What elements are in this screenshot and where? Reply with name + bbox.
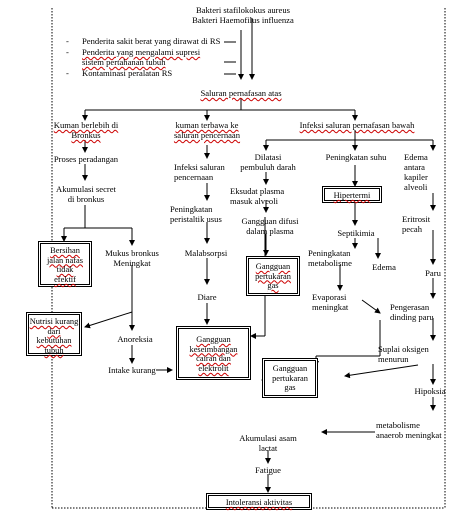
temperature-rise: Peningkatan suhu: [325, 152, 387, 162]
septicemia: Septikimia: [337, 228, 375, 238]
dx-nutrition-box: Nutrisi kurang dari kebutuhan tubuh: [26, 312, 82, 356]
anorexia: Anoreksia: [117, 334, 153, 344]
edema: Edema: [372, 262, 396, 272]
hypoxia: Hipoksia: [414, 386, 446, 396]
dx-airway: Bersihan jalan nafas tidak efektif: [46, 246, 84, 284]
risk-factor-1: Penderita sakit berat yang dirawat di RS: [82, 36, 221, 46]
risk-factor-3: Kontaminasi peralatan RS: [82, 68, 173, 78]
interstitial-edema: Edema antara kapiler alveoli: [404, 152, 428, 192]
dx-airway-box: Bersihan jalan nafas tidak efektif: [38, 241, 92, 287]
lactic-acid: Akumulasi asam lactat: [239, 433, 297, 453]
dx-fluid: Gangguan keseimbangan cairan dan elektro…: [189, 335, 238, 373]
evaporation: Evaporasi meningkat: [312, 292, 349, 312]
diarrhea: Diare: [197, 292, 217, 302]
fatigue: Fatigue: [255, 465, 281, 475]
bullet-2: -: [66, 47, 69, 57]
plasma-exudate: Eksudat plasma masuk alveoli: [230, 186, 285, 206]
mucus-increase: Mukus bronkus Meningkat: [105, 248, 159, 268]
malabsorption: Malabsorpsi: [184, 248, 228, 258]
upper-airway: Saluran pernafasan atas: [200, 88, 282, 98]
risk-factor-2: Penderita yang mengalami supresi sistem …: [82, 47, 201, 67]
cause-bacteria-2: Bakteri Haemofilus influenza: [192, 15, 294, 25]
right-branch-head: Infeksi saluran pernafasan bawah: [299, 120, 415, 130]
dx-gas-exchange-1: Gangguan pertukaran gas: [255, 262, 291, 291]
peristalsis: Peningkatan peristaltik usus: [170, 204, 222, 224]
vasodilation: Dilatasi pembuluh darah: [240, 152, 296, 172]
inflammation: Proses peradangan: [53, 154, 119, 164]
gi-infection: Infeksi saluran pencernaan: [174, 162, 225, 182]
dx-fluid-box: Gangguan keseimbangan cairan dan elektro…: [176, 326, 251, 380]
bullet-1: -: [66, 36, 69, 46]
anaerobic-metabolism: metabolisme anaerob meningkat: [376, 420, 442, 440]
left-branch-head: Kuman berlebih di Bronkus: [53, 120, 119, 140]
metabolism-rise: Peningkatan metabolisme: [308, 248, 352, 268]
dx-activity: Intoleransi aktivitas: [225, 498, 293, 507]
dx-gas-exchange-2: Gangguan pertukaran gas: [272, 364, 308, 393]
dx-hyperthermia-box: Hipertermi: [322, 186, 382, 203]
erythrocyte-rupture: Eritrosit pecah: [402, 214, 431, 234]
dx-gas-exchange-2-box: Gangguan pertukaran gas: [262, 358, 318, 398]
dx-activity-box: Intoleransi aktivitas: [206, 493, 312, 510]
cause-bacteria-1: Bakteri stafilokokus aureus: [195, 5, 291, 15]
dx-hyperthermia: Hipertermi: [333, 191, 371, 200]
secretion-accumulation: Akumulasi secret di bronkus: [56, 184, 116, 204]
oxygen-supply-decrease: Suplai oksigen menurun: [378, 344, 429, 364]
dx-gas-exchange-1-box: Gangguan pertukaran gas: [246, 256, 300, 296]
middle-branch-head: kuman terbawa ke saluran pencernaan: [173, 120, 241, 140]
lung: Paru: [425, 268, 441, 278]
lung-wall-hardening: Pengerasan dinding paru: [390, 302, 434, 322]
dx-nutrition: Nutrisi kurang dari kebutuhan tubuh: [29, 317, 79, 355]
diffusion-disorder: Gangguan difusi dalam plasma: [241, 216, 299, 236]
intake-low: Intake kurang: [108, 365, 156, 375]
bullet-3: -: [66, 68, 69, 78]
